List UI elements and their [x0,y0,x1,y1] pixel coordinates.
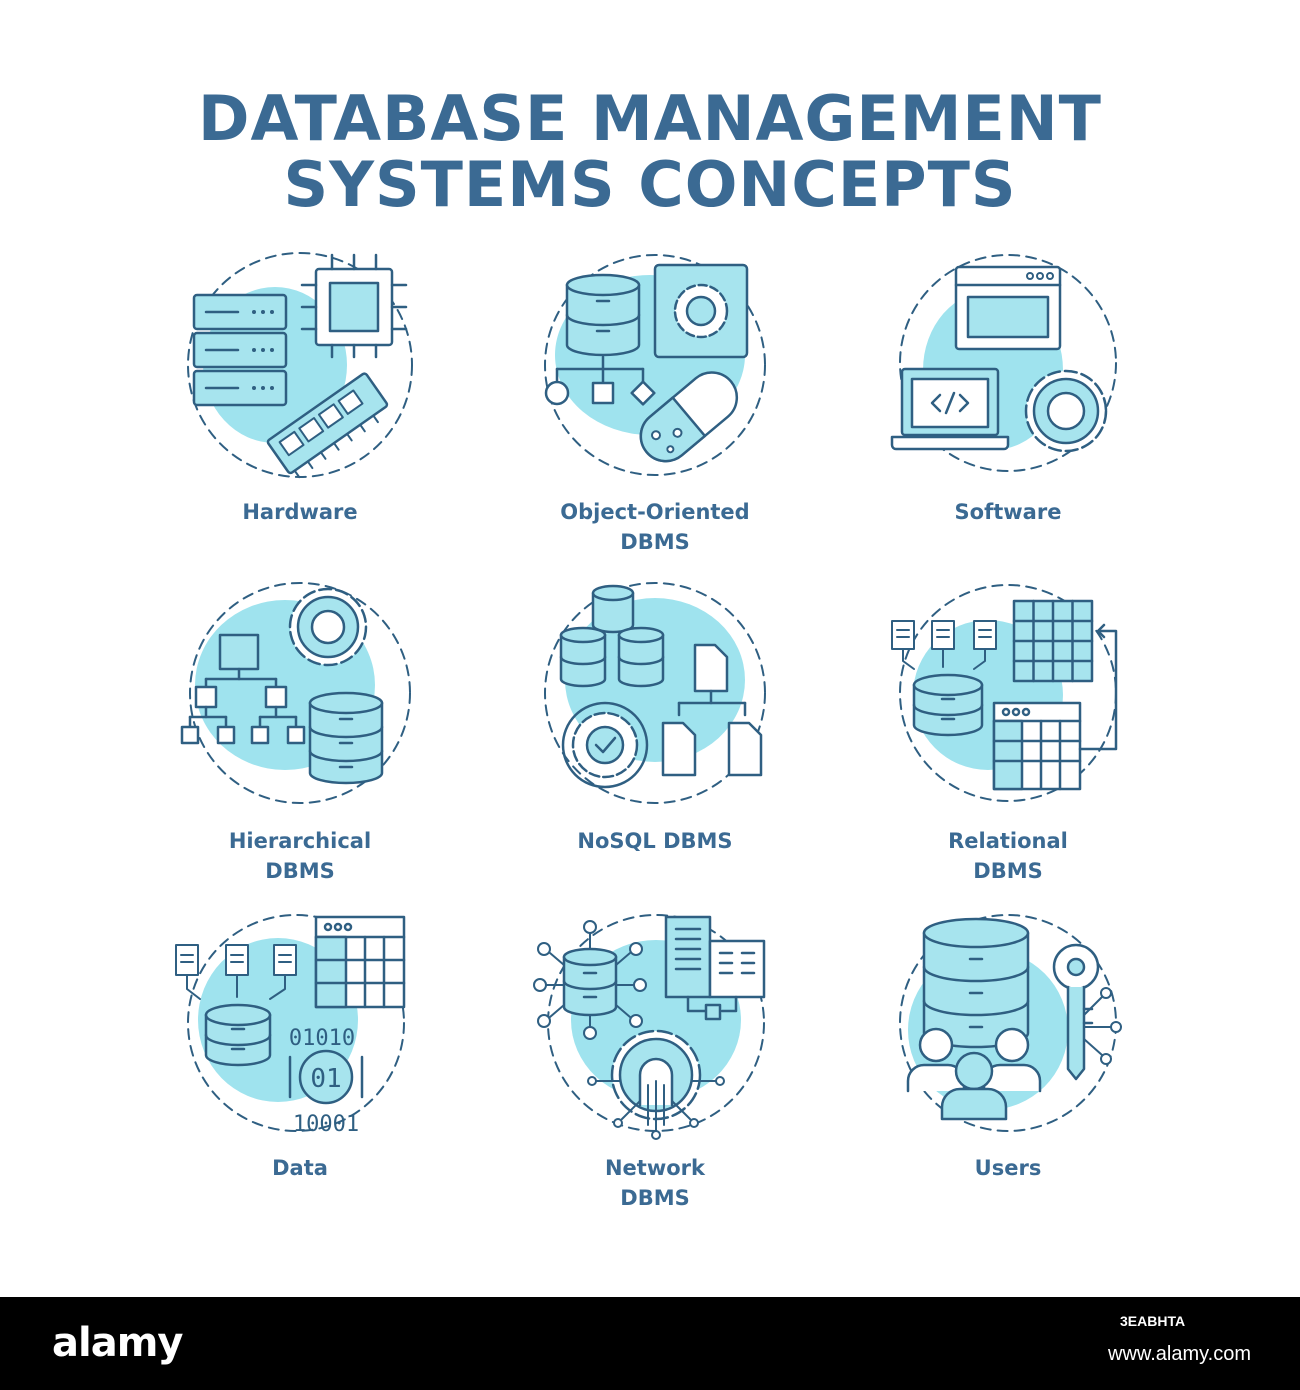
binary-row-3: 10001 [293,1112,359,1137]
server-chip-ram-icon [187,252,413,479]
database-gear-flow-icon [544,254,766,476]
label-network: Network DBMS [505,1153,805,1213]
databases-files-gear-icon [544,582,766,804]
label-line: DBMS [620,530,690,554]
image-id: 3EABHTA [1120,1313,1186,1329]
page-title-line-1: DATABASE MANAGEMENT [198,82,1102,155]
label-line: DBMS [973,859,1043,883]
binary-row-1: 01010 [289,1026,355,1051]
label-line: DBMS [620,1186,690,1210]
binary-database-table-icon: 01010 01 10001 [175,914,406,1137]
label-line: NoSQL DBMS [577,829,733,853]
documents-tables-database-icon [891,584,1118,802]
label-line: Users [974,1156,1042,1180]
label-software: Software [858,497,1158,527]
label-line: Network [604,1156,705,1180]
label-line: Software [954,500,1062,524]
label-line: Relational [948,829,1068,853]
label-line: DBMS [265,859,335,883]
label-line: Object-Oriented [560,500,750,524]
label-relational: Relational DBMS [858,826,1158,886]
network-database-gear-icon [533,914,766,1140]
label-line: Data [272,1156,328,1180]
label-data: Data [150,1153,450,1183]
page-title-line-2: SYSTEMS CONCEPTS [283,148,1017,221]
label-object-oriented: Object-Oriented DBMS [505,497,805,557]
browser-laptop-gear-icon [890,254,1117,472]
label-line: Hierarchical [228,829,372,853]
footer-bar [0,1297,1300,1390]
hierarchy-database-icon [180,582,411,804]
site-url: www.alamy.com [1108,1343,1251,1365]
database-key-users-icon [899,914,1122,1132]
label-line: Hardware [242,500,358,524]
label-nosql: NoSQL DBMS [505,826,805,856]
alamy-logo: alamy [52,1320,183,1366]
label-hardware: Hardware [150,497,450,527]
binary-center: 01 [310,1064,341,1094]
label-hierarchical: Hierarchical DBMS [150,826,450,886]
label-users: Users [858,1153,1158,1183]
